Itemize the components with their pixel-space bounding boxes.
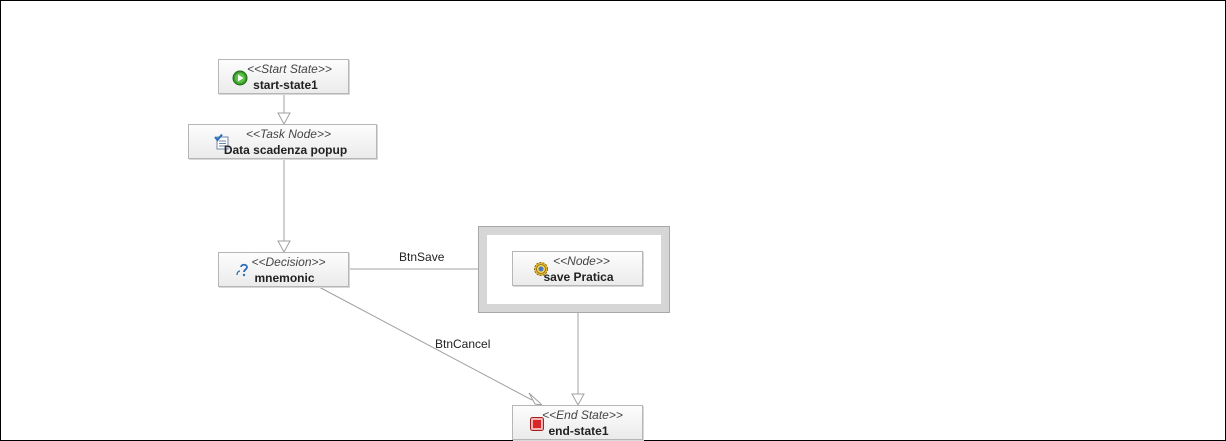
- end-state-node[interactable]: <<End State>> end-state1: [512, 405, 643, 440]
- node-stereotype: <<Node>>: [553, 254, 610, 268]
- transition-label-btnsave: BtnSave: [399, 250, 445, 264]
- node-name: end-state1: [548, 424, 609, 438]
- start-state-icon: [232, 70, 248, 86]
- transition-label-btncancel: BtnCancel: [435, 337, 491, 351]
- node-name: save Pratica: [543, 270, 614, 284]
- start-state-node[interactable]: <<Start State>> start-state1: [218, 59, 349, 94]
- arrowhead: [571, 393, 585, 407]
- node-name: mnemonic: [254, 271, 315, 285]
- decision-icon: [236, 263, 248, 277]
- arrowhead: [277, 112, 291, 126]
- decision-node[interactable]: <<Decision>> mnemonic: [218, 252, 349, 287]
- node-stereotype: <<Start State>>: [247, 62, 332, 76]
- task-node[interactable]: <<Task Node>> Data scadenza popup: [188, 124, 377, 159]
- node-name: start-state1: [253, 78, 318, 92]
- arrowhead: [277, 240, 291, 254]
- end-state-icon: [530, 417, 544, 431]
- transition-btncancel[interactable]: [318, 286, 533, 401]
- node-stereotype: <<Task Node>>: [246, 127, 331, 141]
- arrowhead: [528, 392, 544, 406]
- node-gear-icon: [534, 262, 548, 276]
- task-node-icon: [214, 134, 229, 150]
- node-stereotype: <<End State>>: [542, 408, 623, 422]
- node-name: Data scadenza popup: [223, 143, 348, 157]
- node-stereotype: <<Decision>>: [251, 255, 326, 269]
- save-pratica-node[interactable]: <<Node>> save Pratica: [512, 251, 643, 286]
